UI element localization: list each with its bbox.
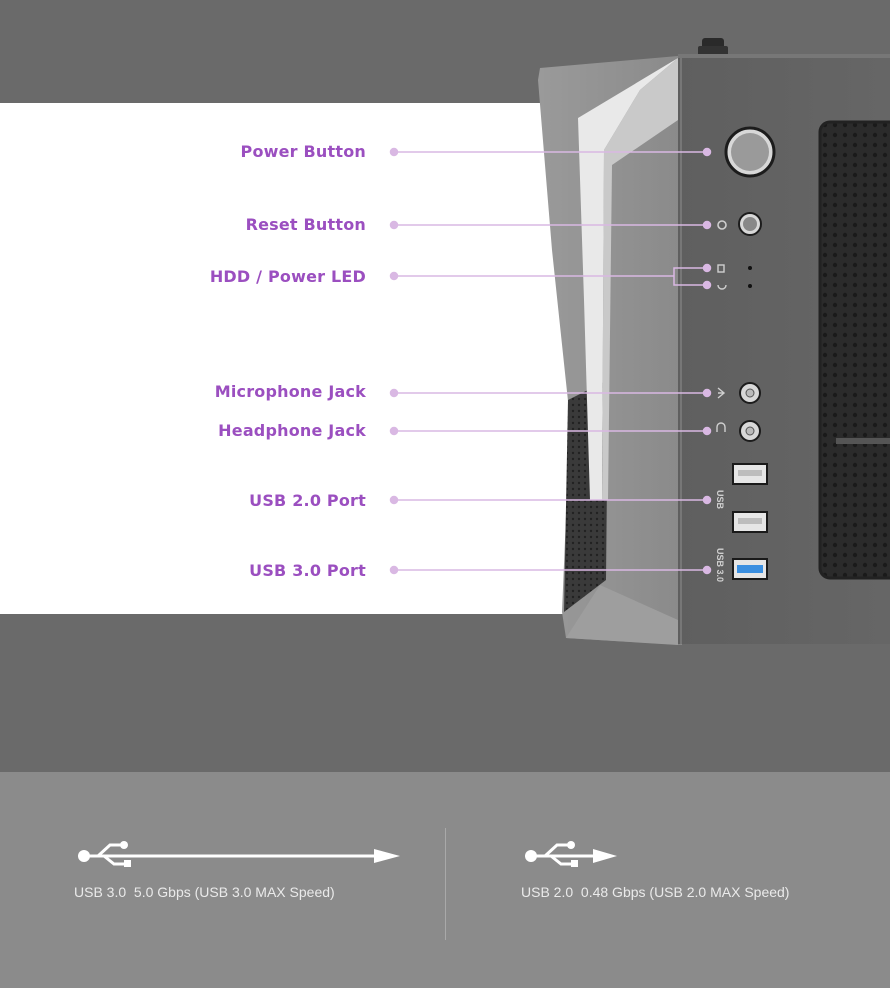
usb3-speed-graphic [78, 841, 400, 867]
usb3-speed-text: USB 3.0 5.0 Gbps (USB 3.0 MAX Speed) [74, 884, 335, 900]
usb3-port[interactable] [732, 558, 768, 580]
hdd-icon [717, 264, 725, 273]
power-icon [717, 284, 727, 290]
usb2-port-label: USB 2.0 Port [249, 491, 366, 510]
power-button[interactable] [724, 126, 776, 178]
microphone-jack-label: Microphone Jack [214, 382, 366, 401]
microphone-icon [717, 387, 726, 399]
usb-icon [525, 841, 578, 867]
reset-button[interactable] [738, 212, 762, 236]
usb-icon [78, 841, 131, 867]
light-strip [578, 58, 678, 500]
top-knob [698, 38, 728, 56]
hdd-power-led-label: HDD / Power LED [209, 267, 366, 286]
microphone-jack[interactable] [739, 382, 761, 404]
headphone-jack-label: Headphone Jack [218, 421, 366, 440]
reset-button-label: Reset Button [245, 215, 366, 234]
usb2-port-bottom[interactable] [732, 511, 768, 533]
power-button-label: Power Button [240, 142, 366, 161]
usb2-speed-graphic [525, 841, 617, 867]
usb-marking: USB [715, 490, 725, 510]
leader-lines [389, 147, 712, 575]
front-mesh [818, 120, 890, 580]
usb3-port-label: USB 3.0 Port [249, 561, 366, 580]
headphone-icon [716, 422, 726, 432]
usb2-speed-text: USB 2.0 0.48 Gbps (USB 2.0 MAX Speed) [521, 884, 790, 900]
usb3-marking: USB 3.0 [715, 548, 725, 582]
lower-chamfer [566, 585, 678, 645]
hdd-led [748, 266, 752, 270]
usb2-port-top[interactable] [732, 463, 768, 485]
power-led [748, 284, 752, 288]
spec-divider [445, 828, 446, 940]
reset-icon [717, 220, 727, 230]
headphone-jack[interactable] [739, 420, 761, 442]
